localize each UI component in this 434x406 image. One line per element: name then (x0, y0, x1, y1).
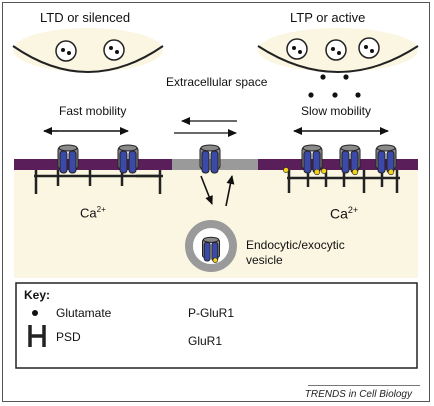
calcium-label-left: Ca2+ (80, 205, 106, 221)
synaptic-vesicle (325, 39, 347, 61)
key-glur1-label: GluR1 (188, 334, 223, 348)
presynaptic-terminal-left-body (13, 28, 163, 72)
journal-credit: TRENDS in Cell Biology (304, 389, 412, 400)
glutamate-dot (320, 74, 326, 80)
figure-frame (2, 2, 430, 402)
synaptic-vesicle (286, 38, 308, 60)
glur1-receptor (57, 144, 79, 174)
p-glur1-receptor (301, 144, 323, 176)
p-glur1-receptor (375, 144, 397, 176)
key-p-glur1-label: P-GluR1 (188, 306, 235, 320)
fast-mobility-label: Fast mobility (59, 104, 127, 118)
key-box (15, 282, 418, 369)
calcium-label-right: Ca2+ (330, 205, 359, 222)
psd-scaffold-left (34, 170, 163, 194)
glutamate-dot (308, 92, 314, 98)
phosphate-dot (321, 168, 327, 174)
key-title: Key: (24, 288, 51, 302)
glur1-receptor (199, 144, 221, 174)
internalized-receptor (202, 236, 221, 263)
credit-rule (308, 385, 420, 386)
synaptic-membrane-left (14, 159, 172, 170)
glur1-receptor (117, 144, 139, 174)
endocytosis-arrow (200, 175, 213, 205)
p-glur1-receptor (339, 144, 361, 176)
slow-mobility-label: Slow mobility (301, 104, 372, 118)
synaptic-vesicle (55, 40, 77, 62)
exocytosis-arrow (225, 175, 235, 207)
key-psd-label: PSD (56, 330, 81, 344)
synaptic-vesicle (358, 37, 380, 59)
glutamate-dot (355, 92, 361, 98)
key-psd-icon (28, 325, 46, 347)
ltp-label: LTP or active (290, 10, 366, 25)
phosphate-dot (283, 167, 289, 173)
endocytic-vesicle (185, 220, 237, 272)
key-glutamate-icon (32, 310, 38, 316)
vesicle-label-line2: vesicle (246, 253, 283, 267)
glutamate-dot (332, 92, 338, 98)
psd-scaffold-right (287, 170, 400, 193)
ltd-label: LTD or silenced (40, 10, 131, 25)
glutamate-dot (343, 74, 349, 80)
synaptic-membrane-right (258, 159, 418, 170)
extracellular-label: Extracellular space (166, 75, 268, 89)
key-glutamate-label: Glutamate (56, 306, 112, 320)
synaptic-vesicle (103, 39, 125, 61)
vesicle-label-line1: Endocytic/exocytic (246, 238, 345, 252)
